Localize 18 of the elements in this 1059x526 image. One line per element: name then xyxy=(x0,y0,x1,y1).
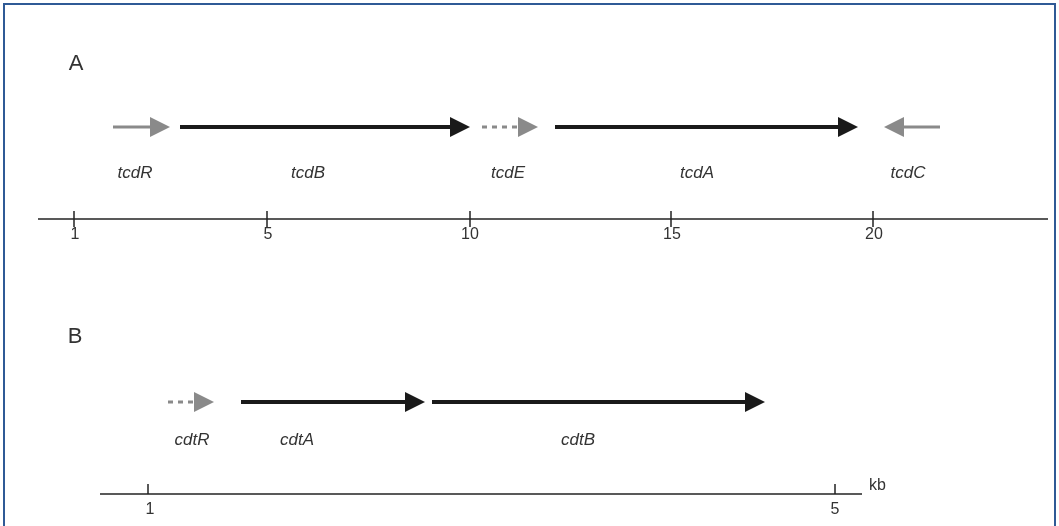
gene-label: cdtB xyxy=(561,429,595,451)
scale-label: 1 xyxy=(70,224,80,244)
gene-label: tcdA xyxy=(680,162,714,184)
scale-label: 5 xyxy=(830,499,840,519)
scale-label: 5 xyxy=(263,224,273,244)
scale-label: 1 xyxy=(145,499,155,519)
scale-label: 10 xyxy=(461,224,479,244)
gene-label: cdtR xyxy=(174,429,210,451)
gene-label: tcdR xyxy=(117,162,153,184)
gene-label: tcdB xyxy=(291,162,325,184)
scale-label: 20 xyxy=(865,224,883,244)
scale-label: kb xyxy=(869,475,886,495)
panel-label: B xyxy=(67,322,83,350)
gene-label: tcdE xyxy=(491,162,525,184)
gene-label: cdtA xyxy=(280,429,314,451)
panel-label: A xyxy=(68,49,84,77)
gene-label: tcdC xyxy=(890,162,926,184)
scale-label: 15 xyxy=(663,224,681,244)
